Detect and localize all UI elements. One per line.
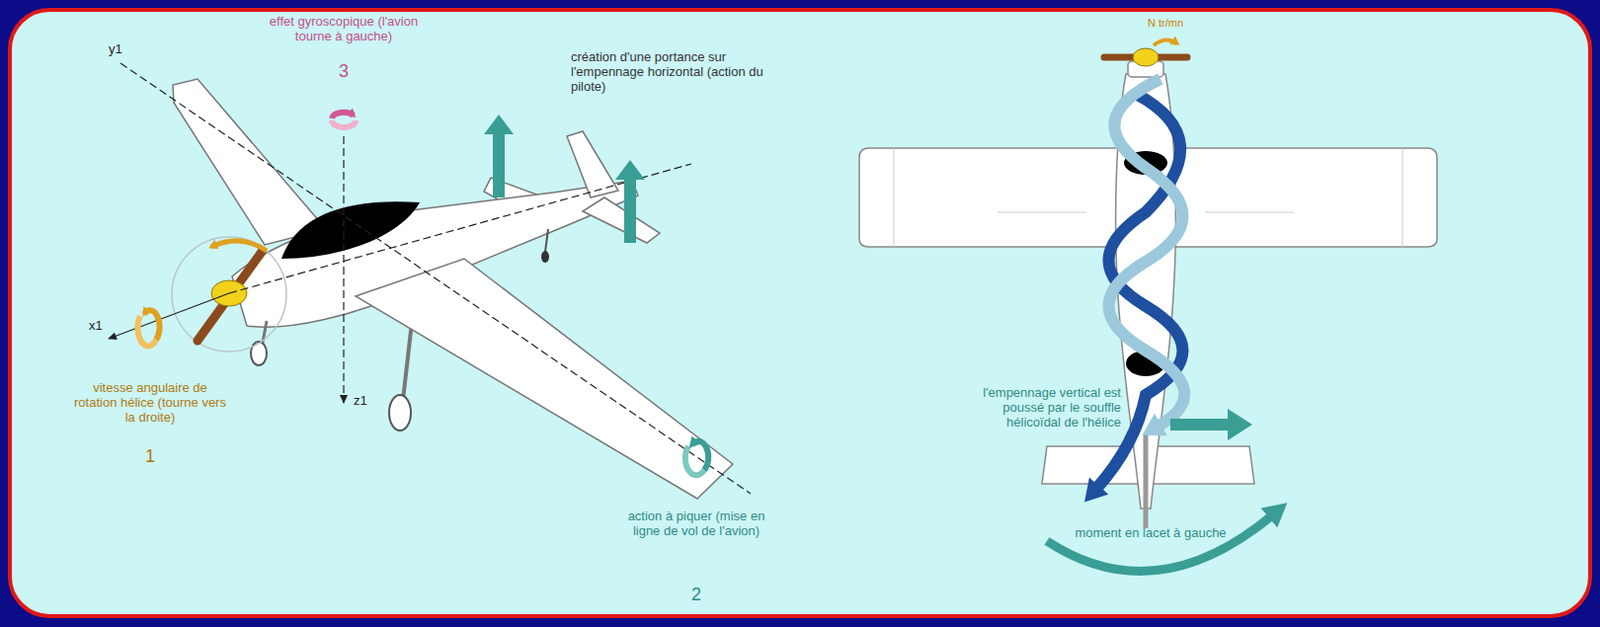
- axis-label: z1: [353, 393, 384, 408]
- annotation-text: action à piquer (mise en ligne de vol de…: [627, 508, 766, 539]
- annotation-text: l'empennage vertical est poussé par le s…: [953, 385, 1121, 430]
- callout-number: 2: [676, 584, 717, 605]
- callout-number: 3: [323, 61, 364, 81]
- annotation-text: création d'une portance sur l'empennage …: [570, 49, 769, 94]
- annotation-text: effet gyroscopique (l'avion tourne à gau…: [268, 13, 419, 44]
- rpm-label: N tr/mn: [1125, 15, 1205, 31]
- axis-label: x1: [88, 318, 119, 333]
- callout-number: 1: [130, 446, 170, 467]
- axis-label: y1: [108, 41, 139, 57]
- annotation-text: vitesse angulaire de rotation hélice (to…: [71, 380, 230, 425]
- annotation-text: moment en lacet à gauche: [1051, 525, 1250, 541]
